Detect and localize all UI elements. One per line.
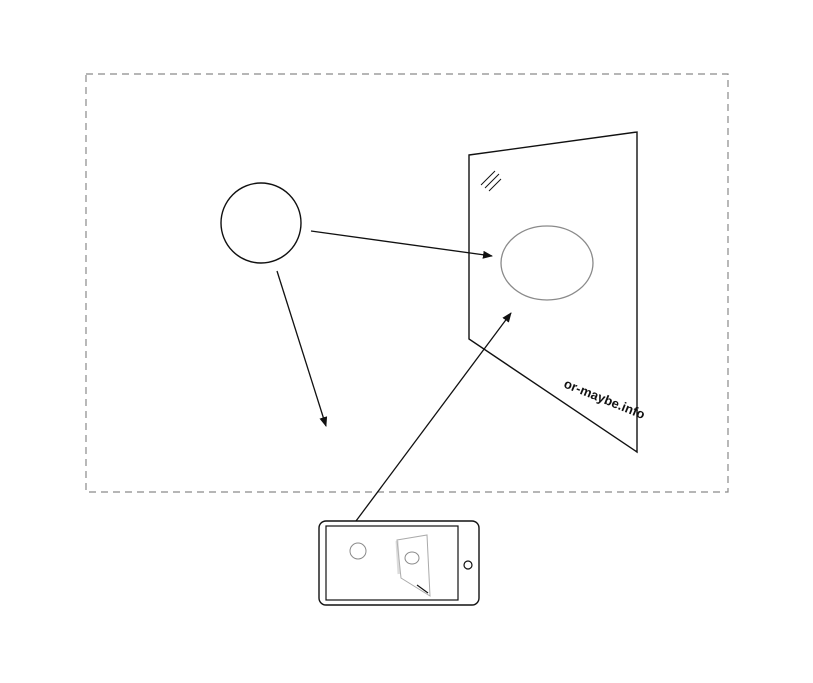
- phone-home-button: [463, 560, 473, 570]
- smartphone-icon: [318, 520, 480, 606]
- circle-object: [220, 182, 302, 264]
- arrow-circle-down: [276, 270, 328, 427]
- dashed-boundary-frame: [85, 73, 729, 493]
- mirror-glare-lines: [480, 170, 502, 192]
- mirror-panel: [468, 131, 638, 454]
- phone-screen-circle: [349, 542, 367, 560]
- phone-screen-ellipse: [404, 551, 420, 565]
- reflection-ellipse: [500, 225, 594, 301]
- arrow-phone-to-mirror: [355, 312, 512, 522]
- phone-screen: [325, 525, 459, 601]
- mirror-watermark-text: or-maybe.info: [562, 376, 647, 422]
- arrow-circle-to-mirror: [310, 230, 493, 259]
